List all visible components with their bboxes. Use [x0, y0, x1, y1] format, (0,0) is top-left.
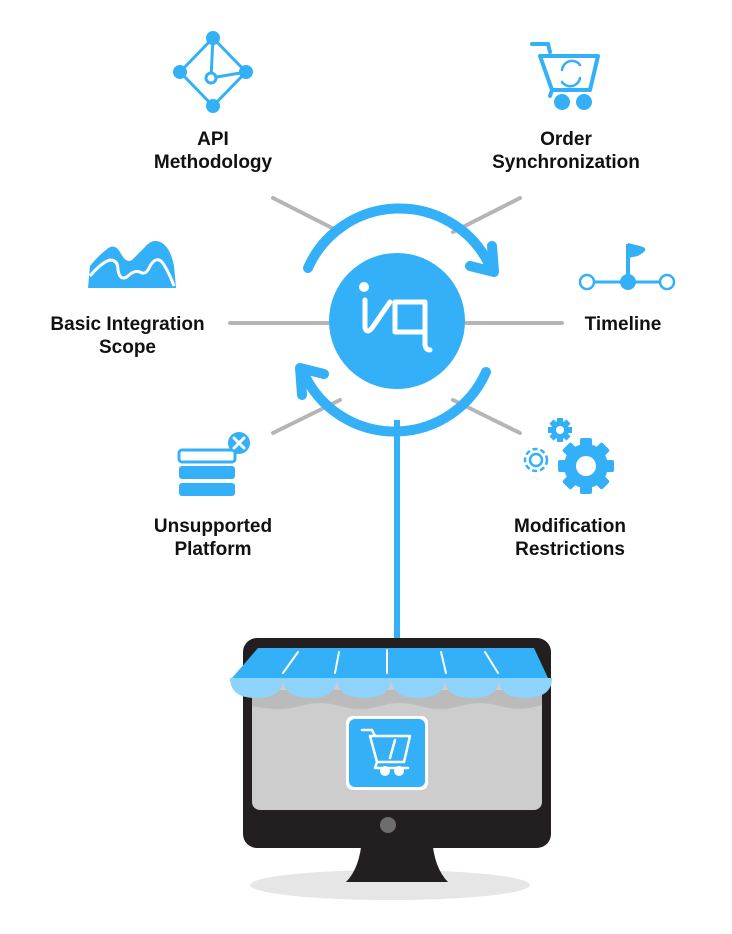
feature-subtitle: Methodology: [153, 152, 273, 173]
feature-subtitle: Scope: [98, 337, 157, 358]
feature-title: Timeline: [584, 314, 662, 335]
feature-subtitle: Restrictions: [515, 539, 625, 560]
cart-sync-icon: [530, 42, 600, 110]
feature-title: Modification: [514, 516, 626, 537]
feature-subtitle: Synchronization: [492, 152, 640, 173]
feature-subtitle: Platform: [174, 539, 252, 560]
feature-title: Basic Integration: [50, 314, 205, 335]
stack-close-icon: [177, 432, 250, 496]
feature-title: API: [197, 129, 229, 150]
feature-api-methodology: API Methodology: [138, 128, 288, 174]
gears-icon: [523, 418, 614, 494]
feature-timeline: Timeline: [568, 313, 678, 336]
feature-modification-restrictions: Modification Restrictions: [490, 515, 650, 561]
feature-basic-integration-scope: Basic Integration Scope: [30, 313, 225, 359]
timeline-flag-icon: [578, 243, 676, 291]
feature-title: Unsupported: [153, 516, 273, 537]
feature-title: Order: [540, 129, 592, 150]
feature-order-synchronization: Order Synchronization: [476, 128, 656, 174]
waves-chart-icon: [88, 240, 176, 288]
network-nodes-icon: [173, 31, 253, 113]
feature-unsupported-platform: Unsupported Platform: [138, 515, 288, 561]
